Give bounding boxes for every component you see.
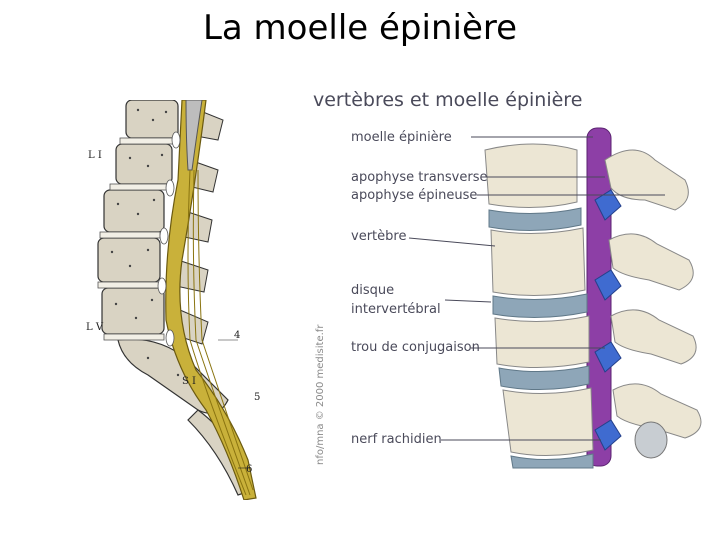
label-moelle-epiniere: moelle épinière [351,130,452,145]
vertebra-mark-l5: L V [86,322,104,333]
slide-title: La moelle épinière [0,8,720,48]
vertebra-mark-l1: L I [88,150,102,161]
figure-heading: vertèbres et moelle épinière [313,89,582,111]
label-disque: disque [351,283,394,298]
articular-facet [635,422,667,458]
vertebra-mark-s1: S I [182,376,196,387]
vertebrae-spinal-cord-illustration: vertèbres et moelle épinière nfo/mna © 2… [305,80,720,470]
number-mark-5: 5 [254,392,260,403]
copyright-watermark: nfo/mna © 2000 medisite.fr [315,324,326,465]
label-apophyse-epineuse: apophyse épineuse [351,188,477,203]
spine-sagittal-illustration: L I L V S I 4 5 6 [78,100,278,500]
number-mark-4: 4 [234,330,240,341]
label-vertebre: vertèbre [351,229,406,244]
number-mark-6: 6 [246,464,252,475]
posterior-arches [605,150,701,438]
label-trou-de-conjugaison: trou de conjugaison [351,340,480,355]
label-nerf-rachidien: nerf rachidien [351,432,442,447]
label-intervertebral: intervertébral [351,302,441,317]
label-apophyse-transverse: apophyse transverse [351,170,488,185]
vertebral-column [485,144,593,468]
